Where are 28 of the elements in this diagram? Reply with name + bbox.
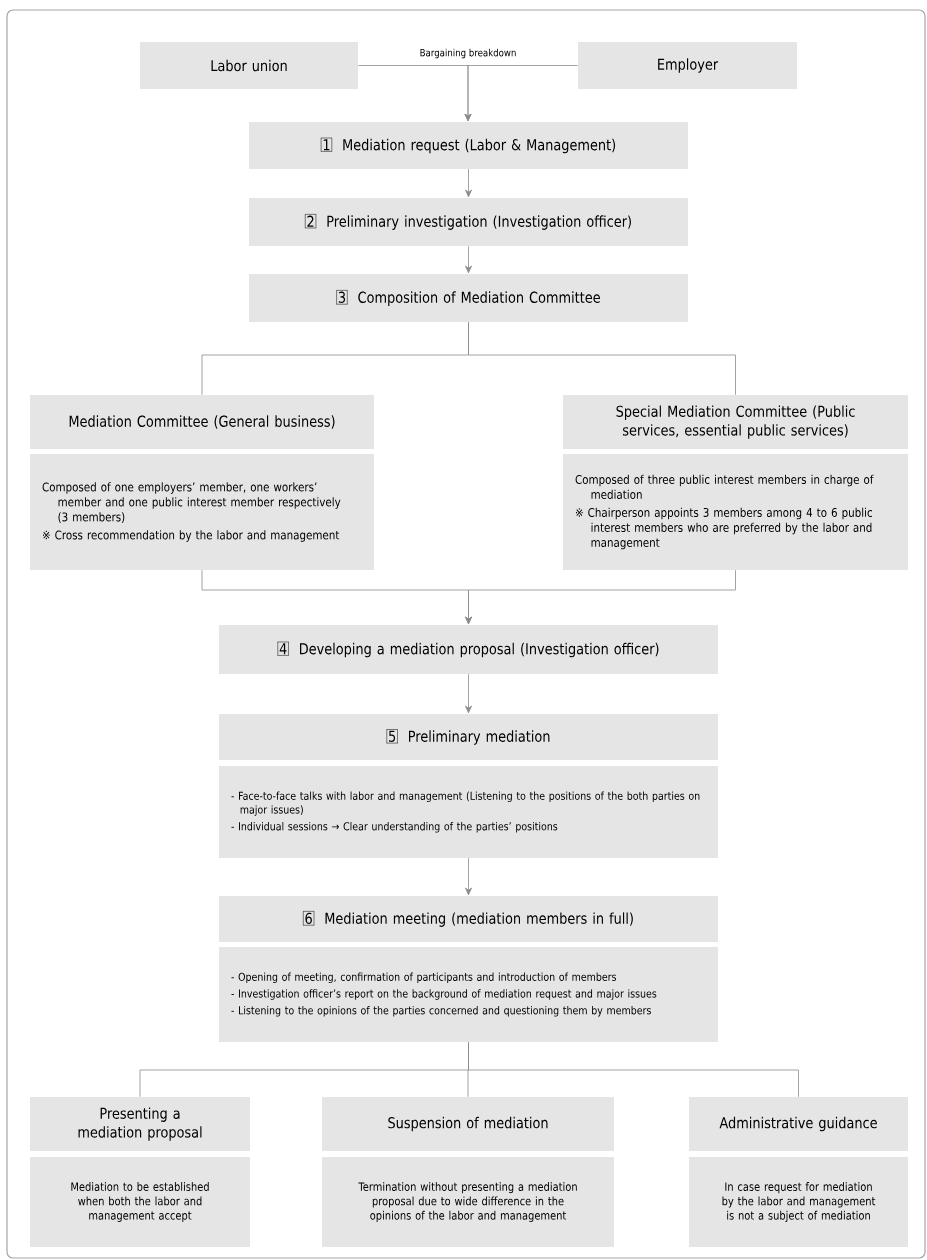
description-box: - Face-to-face talks with labor and management (Listening to the positions of the both parties on major issues) - Individual sessions → Clear understanding of the parties’ positions <box>219 766 718 858</box>
step-box: 3 Composition of Mediation Committee <box>249 274 688 322</box>
arrow <box>465 857 472 896</box>
connector <box>464 65 579 122</box>
step-box: 2 Preliminary investigation (Investigation officer) <box>249 198 688 246</box>
connector <box>465 569 736 625</box>
connector <box>468 321 736 396</box>
party-box: Labor union <box>140 42 358 89</box>
step-box: 6 Mediation meeting (mediation members in full) <box>219 896 718 942</box>
connector <box>468 1041 799 1098</box>
step-box: 4 Developing a mediation proposal (Investigation officer) <box>219 625 718 674</box>
committee-box: Presenting a mediation proposal <box>30 1097 250 1151</box>
arrow <box>465 245 472 274</box>
description-box: Mediation to be established when both the labor and management accept <box>30 1157 250 1247</box>
committee-box: Suspension of mediation <box>322 1097 614 1151</box>
committee-box: Special Mediation Committee (Public services, essential public services) <box>563 395 908 449</box>
arrow <box>465 168 472 198</box>
description-box: Composed of three public interest members in charge of mediation ※ Chairperson appoints 3 members among 4 to 6 public interest members who are preferred by the labor and management <box>563 454 908 570</box>
description-box: Termination without presenting a mediation proposal due to wide difference in the opinions of the labor and management <box>322 1157 614 1247</box>
party-box: Employer <box>578 42 797 89</box>
description-box: In case request for mediation by the labor and management is not a subject of mediation <box>689 1157 908 1247</box>
arrow <box>465 673 472 714</box>
committee-box: Mediation Committee (General business) <box>30 395 374 449</box>
description-box: Composed of one employers’ member, one workers’ member and one public interest member respectively (3 members) ※ Cross recommendation by the labor and management <box>30 454 374 570</box>
step-box: 5 Preliminary mediation <box>219 714 718 760</box>
committee-box: Administrative guidance <box>689 1097 908 1151</box>
description-box: - Opening of meeting, confirmation of participants and introduction of members - Investigation officer’s report on the background of mediation request and major issues - Listening to the opinions of the parties concerned and questioning them by members <box>219 947 718 1042</box>
step-box: 1 Mediation request (Labor & Management) <box>249 122 688 169</box>
